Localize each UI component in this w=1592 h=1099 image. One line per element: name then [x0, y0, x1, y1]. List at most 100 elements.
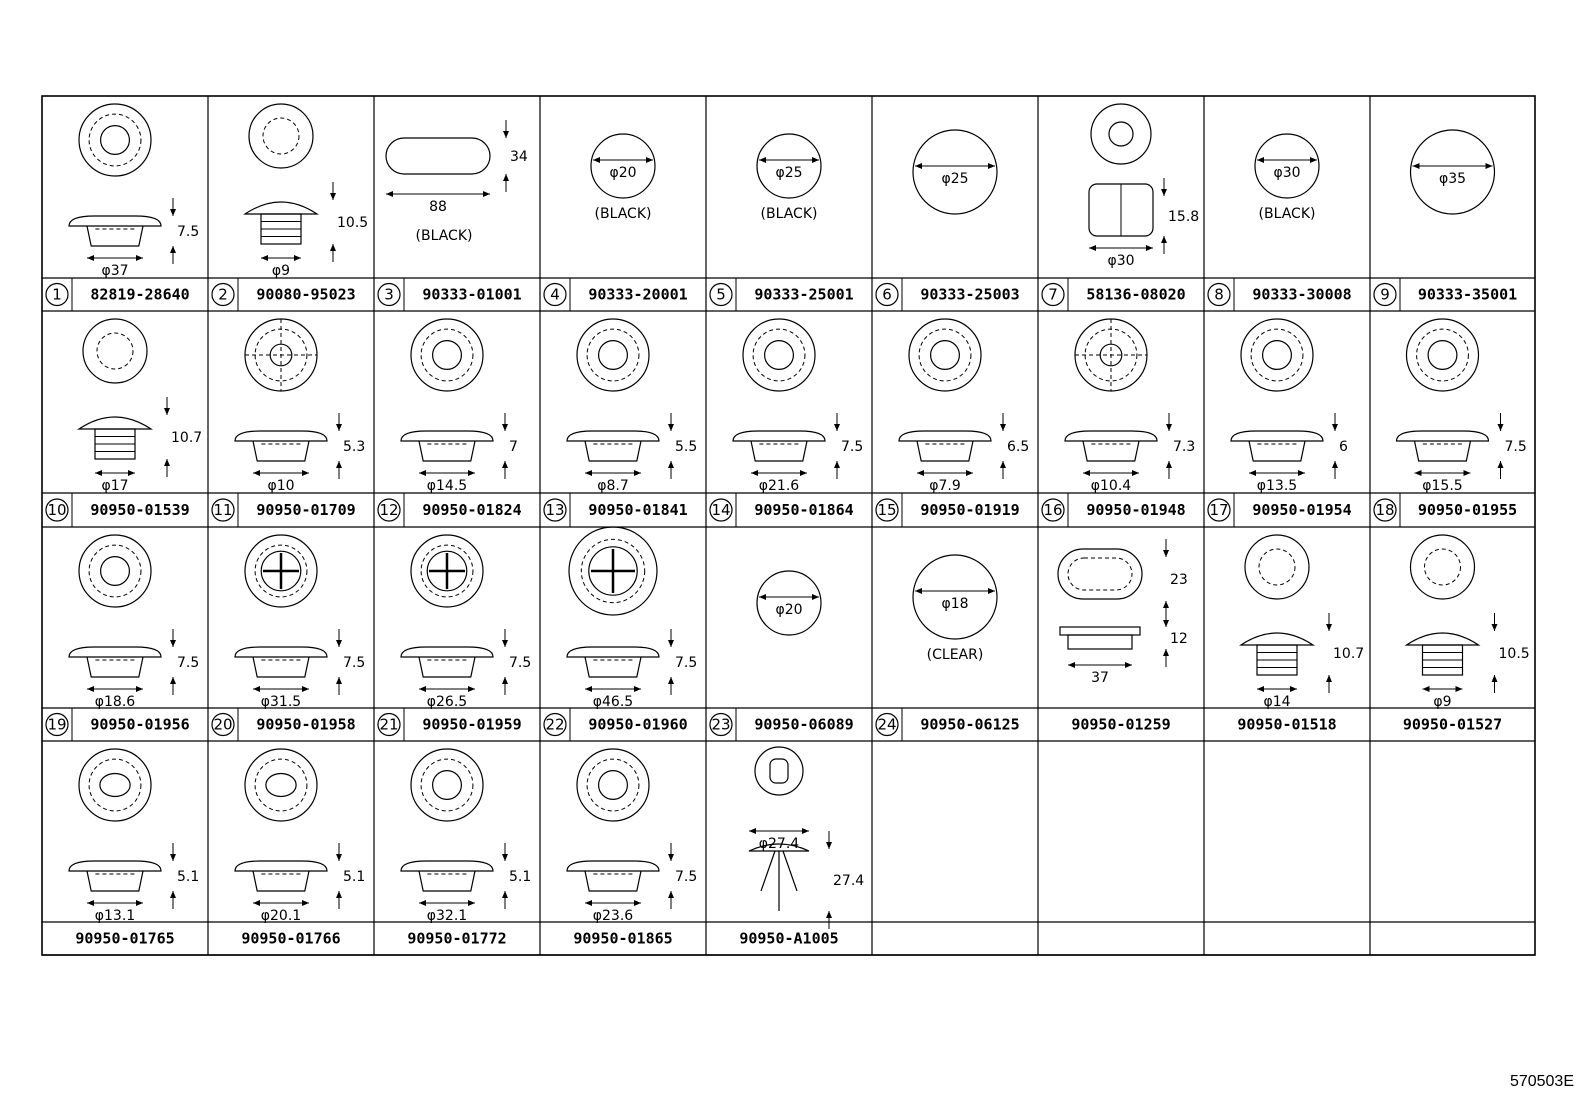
arrow-head — [634, 900, 641, 906]
part-label: 90950-01527 — [1403, 716, 1502, 734]
arrow-head — [1163, 620, 1169, 627]
callout-circle — [1373, 282, 1397, 307]
arrow-head — [1326, 675, 1332, 682]
top-view-outer — [1405, 318, 1480, 392]
side-view-cap — [1239, 632, 1315, 646]
arrow-head — [634, 470, 641, 476]
side-view-flange — [898, 430, 992, 442]
arrow-head — [749, 828, 756, 834]
dimension-label: 5.1 — [509, 869, 531, 885]
arrow-head — [502, 640, 508, 647]
seal-outline — [1409, 129, 1496, 215]
arrow-head — [1463, 470, 1471, 476]
top-view-outer — [244, 534, 318, 608]
top-view-dashed — [918, 328, 972, 382]
dimension-label: 7.5 — [1505, 439, 1527, 455]
color-note: (BLACK) — [595, 206, 652, 222]
top-view-dashed — [420, 544, 474, 598]
arrow-head — [812, 157, 819, 163]
arrow-head — [826, 911, 832, 918]
callout-circle — [1041, 498, 1065, 522]
side-view-flange — [566, 430, 660, 442]
side-view-cap — [1404, 632, 1481, 646]
side-view-body — [418, 870, 476, 892]
arrow-head — [751, 470, 758, 476]
callout-number: 15 — [877, 501, 896, 519]
part-number: 90333-01001 — [422, 286, 521, 304]
top-view-inner — [99, 772, 131, 798]
side-view-cap — [77, 416, 153, 430]
dimension-label: 7.5 — [177, 655, 199, 671]
arrow-head — [759, 157, 766, 163]
arrow-head — [136, 900, 143, 906]
top-view-outer — [78, 103, 152, 177]
callout-number: 3 — [384, 286, 394, 304]
dimension-label: 6.5 — [1007, 439, 1029, 455]
part-number: 90950-01865 — [573, 930, 672, 948]
top-view-dashed — [1424, 548, 1461, 586]
top-view-inner — [432, 769, 463, 800]
arrow-head — [302, 686, 309, 692]
dimension-label: φ20 — [775, 602, 802, 618]
callout-number: 8 — [1214, 286, 1224, 304]
callout-circle — [211, 712, 235, 737]
arrow-head — [468, 686, 475, 692]
callout-number: 14 — [711, 501, 730, 519]
arrow-head — [419, 900, 426, 906]
arrow-head — [812, 594, 819, 600]
top-view-dashed — [580, 538, 646, 604]
top-view-inner — [269, 343, 293, 367]
arrow-head — [502, 424, 508, 431]
clip-legs — [760, 850, 798, 911]
dimension-label: φ10.4 — [1091, 478, 1132, 494]
top-view-outer — [742, 318, 816, 392]
dimension-label: 10.5 — [1499, 646, 1530, 662]
arrow-head — [164, 408, 170, 415]
part-number: 90950-01709 — [256, 501, 355, 519]
arrow-head — [915, 588, 922, 594]
arrow-head — [386, 191, 393, 197]
arrow-head — [336, 891, 342, 898]
top-view-outer — [908, 318, 982, 392]
arrow-head — [1326, 624, 1332, 631]
dimension-label: φ26.5 — [427, 694, 467, 710]
arrow-head — [336, 424, 342, 431]
side-view-flange — [732, 430, 826, 442]
seal-outline — [912, 554, 998, 640]
top-view-outer — [410, 534, 484, 608]
arrow-head — [1497, 461, 1504, 468]
arrow-head — [1290, 686, 1297, 692]
arrow-head — [1249, 470, 1256, 476]
part-label: 90950-01765 — [75, 930, 174, 948]
dimension-label: φ14 — [1263, 694, 1290, 710]
callout-circle — [377, 498, 401, 522]
callout-circle — [1207, 282, 1231, 307]
top-view-dashed — [586, 758, 640, 812]
part-label: 90950-01772 — [407, 930, 506, 948]
arrow-head — [1166, 461, 1172, 468]
dimension-label: 12 — [1170, 631, 1188, 647]
callout-circle — [211, 282, 235, 307]
side-view-flange — [400, 860, 494, 872]
part-number: 90950-01841 — [588, 501, 687, 519]
arrow-head — [1332, 424, 1338, 431]
arrow-head — [87, 686, 94, 692]
dimension-label: φ46.5 — [593, 694, 633, 710]
callout-number: 18 — [1375, 501, 1394, 519]
callout-circle — [875, 498, 899, 522]
top-view-inner — [769, 758, 789, 784]
arrow-head — [468, 470, 475, 476]
side-view-flange — [566, 646, 660, 658]
callout-circle — [543, 498, 567, 522]
dimension-label: φ13.1 — [95, 908, 135, 924]
top-view-dashed — [88, 758, 142, 812]
top-view-dashed — [420, 758, 474, 812]
arrow-head — [1166, 424, 1172, 431]
callout-circle — [1041, 282, 1065, 307]
